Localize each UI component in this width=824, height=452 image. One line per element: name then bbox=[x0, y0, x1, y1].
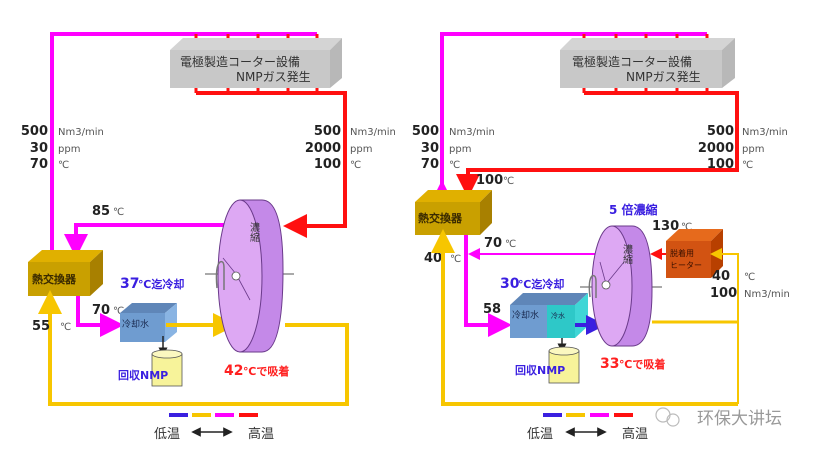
svg-text:100: 100 bbox=[707, 157, 734, 172]
concentrator-rotor: 濃縮 bbox=[205, 199, 294, 353]
svg-text:低温: 低温 bbox=[154, 427, 180, 442]
svg-text:Nm3/min: Nm3/min bbox=[350, 127, 396, 138]
watermark: 环保大讲坛 bbox=[655, 407, 782, 429]
svg-text:500: 500 bbox=[707, 124, 734, 139]
svg-text:ppm: ppm bbox=[449, 144, 471, 155]
svg-text:500: 500 bbox=[412, 124, 439, 139]
recovery-drum: 回収NMP bbox=[118, 349, 183, 387]
svg-text:冷却水: 冷却水 bbox=[122, 318, 149, 330]
inlet-stats: 500 Nm3/min 2000 ppm 100 ℃ bbox=[305, 124, 396, 172]
svg-text:70: 70 bbox=[30, 157, 48, 172]
heat-exchanger: 熱交換器 bbox=[28, 250, 103, 296]
svg-text:℃: ℃ bbox=[113, 207, 124, 218]
svg-text:電極製造コーター設備: 電極製造コーター設備 bbox=[572, 54, 692, 69]
svg-text:37: 37 bbox=[120, 276, 139, 292]
svg-text:NMPガス発生: NMPガス発生 bbox=[626, 70, 701, 84]
cooler: 冷却水 冷水 bbox=[510, 293, 588, 338]
svg-text:回収NMP: 回収NMP bbox=[118, 368, 168, 382]
svg-text:濃縮: 濃縮 bbox=[248, 221, 260, 243]
svg-text:℃: ℃ bbox=[744, 272, 755, 283]
svg-text:55: 55 bbox=[32, 319, 50, 334]
svg-text:30: 30 bbox=[421, 141, 439, 156]
legend: 低温 高温 bbox=[527, 413, 648, 442]
svg-text:70: 70 bbox=[92, 303, 110, 318]
svg-text:℃: ℃ bbox=[60, 322, 71, 333]
svg-text:42: 42 bbox=[224, 363, 243, 379]
svg-text:70: 70 bbox=[421, 157, 439, 172]
svg-text:℃: ℃ bbox=[503, 176, 514, 187]
svg-text:冷却水: 冷却水 bbox=[512, 309, 539, 321]
svg-text:2000: 2000 bbox=[698, 141, 734, 156]
svg-text:33: 33 bbox=[600, 356, 619, 372]
concentrator-rotor: 濃縮 bbox=[580, 225, 662, 347]
svg-text:58: 58 bbox=[483, 302, 501, 317]
svg-text:℃: ℃ bbox=[113, 306, 124, 317]
svg-text:回収NMP: 回収NMP bbox=[515, 363, 565, 377]
svg-text:5 倍濃縮: 5 倍濃縮 bbox=[609, 202, 658, 217]
svg-text:℃で吸着: ℃で吸着 bbox=[619, 357, 665, 371]
svg-text:℃迄冷却: ℃迄冷却 bbox=[518, 277, 564, 291]
outlet-stats: 500 Nm3/min 30 ppm 70 ℃ bbox=[21, 124, 104, 172]
svg-text:30: 30 bbox=[500, 276, 520, 292]
svg-text:85: 85 bbox=[92, 204, 110, 219]
svg-text:℃迄冷却: ℃迄冷却 bbox=[138, 277, 184, 291]
svg-text:℃: ℃ bbox=[449, 160, 460, 171]
coater-equipment: 電極製造コーター設備 NMPガス発生 bbox=[560, 38, 735, 88]
svg-text:100: 100 bbox=[476, 173, 503, 188]
clean-air-duct bbox=[64, 223, 236, 258]
svg-text:ヒーター: ヒーター bbox=[670, 261, 702, 270]
svg-text:熱交換器: 熱交換器 bbox=[418, 211, 463, 225]
inlet-stats: 500 Nm3/min 2000 ppm 100 ℃ bbox=[698, 124, 788, 172]
svg-text:ppm: ppm bbox=[350, 144, 372, 155]
svg-text:30: 30 bbox=[30, 141, 48, 156]
left-diagram: 電極製造コーター設備 NMPガス発生 500 Nm3/min 30 ppm 70… bbox=[21, 32, 396, 442]
svg-text:Nm3/min: Nm3/min bbox=[449, 127, 495, 138]
svg-text:℃: ℃ bbox=[58, 160, 69, 171]
cooler: 冷却水 bbox=[120, 303, 177, 342]
coater-equipment: 電極製造コーター設備 NMPガス発生 bbox=[170, 38, 342, 88]
svg-text:℃: ℃ bbox=[505, 239, 516, 250]
svg-text:Nm3/min: Nm3/min bbox=[744, 289, 790, 300]
heat-exchanger: 熱交換器 bbox=[415, 190, 492, 235]
svg-text:Nm3/min: Nm3/min bbox=[742, 127, 788, 138]
svg-text:500: 500 bbox=[21, 124, 48, 139]
inlet-duct bbox=[196, 91, 347, 238]
legend: 低温 高温 bbox=[154, 413, 274, 442]
svg-text:2000: 2000 bbox=[305, 141, 341, 156]
svg-text:500: 500 bbox=[314, 124, 341, 139]
coater-label: 電極製造コーター設備 bbox=[180, 54, 300, 69]
svg-text:熱交換器: 熱交換器 bbox=[32, 272, 77, 286]
svg-text:40: 40 bbox=[424, 251, 442, 266]
nmp-gas-label: NMPガス発生 bbox=[236, 70, 311, 84]
svg-text:100: 100 bbox=[314, 157, 341, 172]
svg-text:100: 100 bbox=[710, 286, 737, 301]
svg-text:脱着用: 脱着用 bbox=[670, 248, 694, 258]
svg-text:ppm: ppm bbox=[58, 144, 80, 155]
svg-text:℃: ℃ bbox=[450, 254, 461, 265]
svg-text:℃: ℃ bbox=[681, 222, 692, 233]
svg-text:冷水: 冷水 bbox=[551, 311, 565, 320]
svg-text:Nm3/min: Nm3/min bbox=[58, 127, 104, 138]
svg-text:高温: 高温 bbox=[248, 426, 274, 442]
svg-text:℃: ℃ bbox=[742, 160, 753, 171]
recovery-drum: 回収NMP bbox=[515, 346, 580, 384]
svg-text:℃で吸着: ℃で吸着 bbox=[243, 364, 289, 378]
watermark-text: 环保大讲坛 bbox=[697, 409, 782, 429]
right-diagram: 電極製造コーター設備 NMPガス発生 500 Nm3/min 30 ppm 70… bbox=[412, 32, 790, 442]
outlet-duct bbox=[430, 32, 707, 204]
svg-text:70: 70 bbox=[484, 236, 502, 251]
svg-text:40: 40 bbox=[712, 269, 730, 284]
svg-text:濃縮: 濃縮 bbox=[621, 243, 633, 265]
svg-text:℃: ℃ bbox=[350, 160, 361, 171]
desorption-heater: 脱着用 ヒーター bbox=[666, 229, 723, 278]
svg-text:低温: 低温 bbox=[527, 427, 553, 442]
svg-text:130: 130 bbox=[652, 219, 679, 234]
svg-text:高温: 高温 bbox=[622, 426, 648, 442]
outlet-stats: 500 Nm3/min 30 ppm 70 ℃ bbox=[412, 124, 495, 172]
svg-text:ppm: ppm bbox=[742, 144, 764, 155]
